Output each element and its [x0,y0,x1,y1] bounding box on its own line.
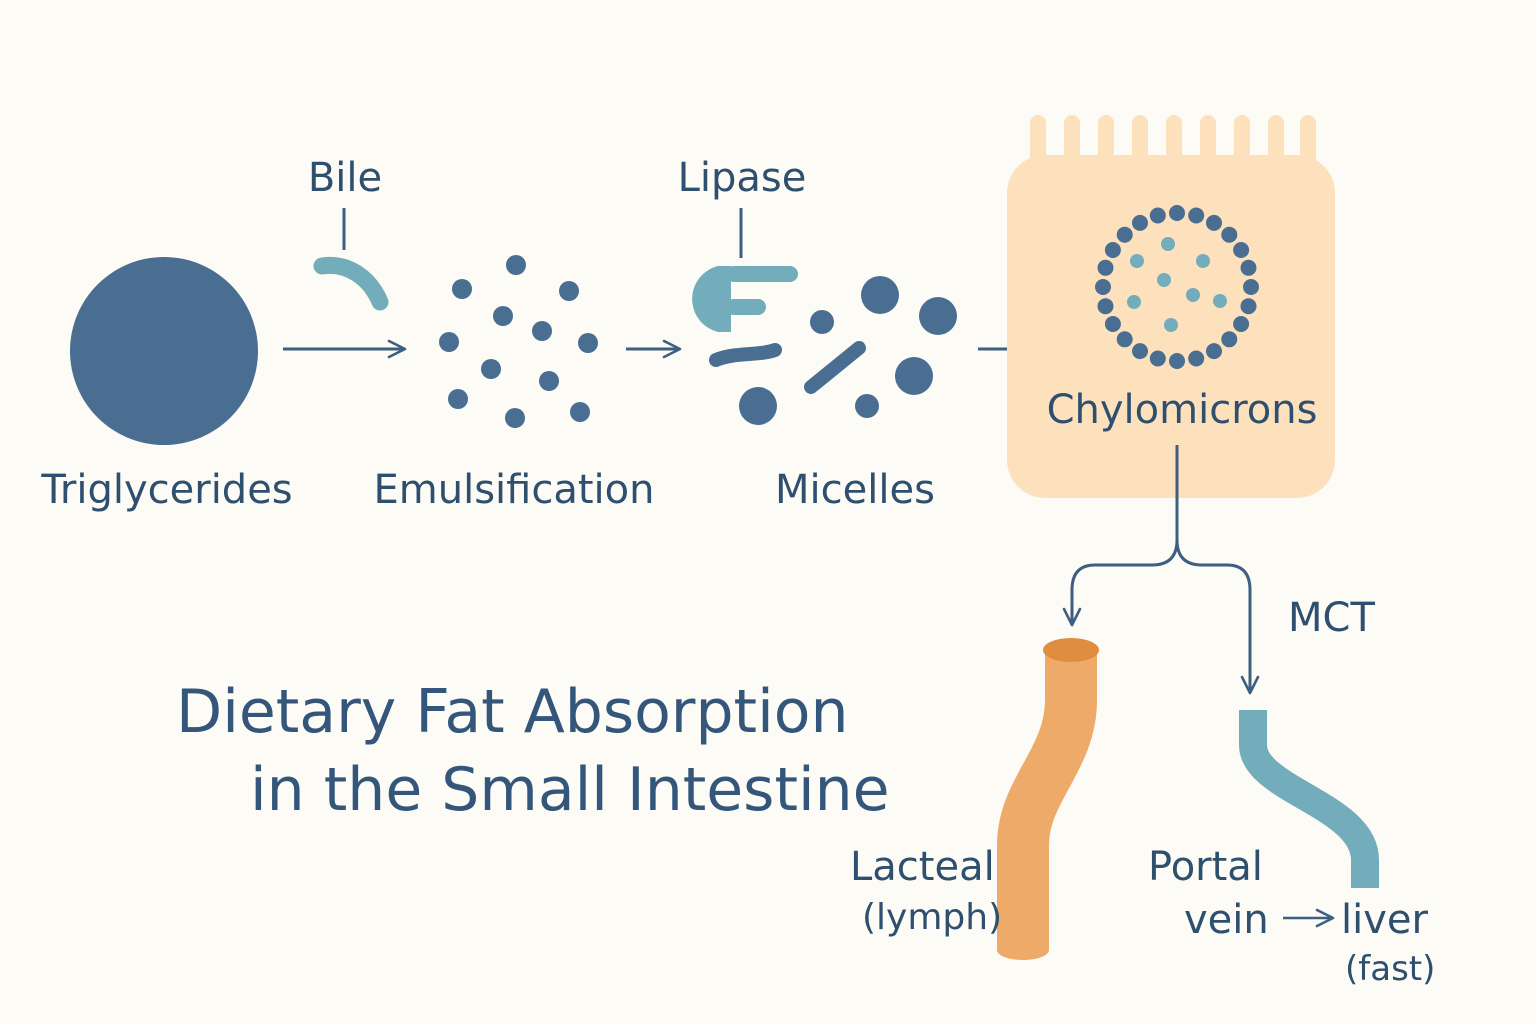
chylomicron-core [1127,237,1227,332]
portal-vein-vessel [1239,710,1379,888]
path-to-lacteal [1062,445,1179,627]
lipase-label: Lipase [677,155,807,201]
page-title-line-1: Dietary Fat Absorption [176,677,849,747]
chylomicron-ring-dot [1149,207,1166,224]
portal-label: Portal [1148,844,1263,890]
enterocyte-cell [1007,115,1335,498]
page-title-line-2: in the Small Intestine [250,755,890,825]
chylomicron-ring-dot [1097,298,1114,315]
chylomicron-ring-dot [1132,214,1148,231]
emulsion-droplet [539,371,559,391]
chylomicron-ring-dot [1169,205,1185,221]
emulsion-droplet [506,255,526,275]
chylomicron-ring-dot [1149,350,1166,367]
emulsion-droplet [481,359,501,379]
path-to-portal-vein [1175,539,1260,695]
chylomicron-ring-dot [1104,242,1121,258]
lacteal-vessel [997,638,1099,960]
emulsion-droplet [532,321,552,341]
fast-label: (fast) [1345,949,1436,989]
chylomicron-ring-dot [1188,207,1205,224]
chylomicron-ring-dot [1188,350,1205,367]
micelle-droplet [919,297,957,335]
micelle-droplet [855,394,879,418]
chylomicron-ring-dot [1116,331,1133,348]
micelle-squiggle [709,343,782,367]
mct-label: MCT [1288,595,1375,641]
emulsion-droplet [505,408,525,428]
emulsification-label: Emulsification [373,467,655,513]
liver-label: liver [1341,897,1428,943]
triglyceride-droplet [70,257,258,445]
chylomicron-ring-dot [1116,226,1133,243]
chylomicron-ring-dot [1240,259,1257,276]
emulsified-droplets [439,255,598,428]
chylomicron-ring-dot [1221,331,1238,348]
micelle-droplet [810,310,834,334]
chylomicron-ring-dot [1240,298,1257,315]
micelles-label: Micelles [775,467,935,513]
lacteal-opening [1043,638,1099,662]
chylomicron-ring-dot [1206,214,1222,231]
chylomicron-particle [1095,205,1259,369]
chylomicron-ring-dot [1221,226,1238,243]
emulsion-droplet [559,281,579,301]
chylomicron-ring-dot [1243,279,1259,295]
vein-label: vein [1184,897,1269,943]
chylomicron-ring-dot [1169,353,1185,369]
chylomicron-ring-dot [1104,316,1121,332]
emulsion-droplet [452,279,472,299]
bile-salt-shape [313,256,389,311]
micelle-rod [804,341,866,394]
chylomicron-ring-dot [1233,316,1250,332]
chylomicron-ring-dot [1132,343,1148,360]
emulsion-droplet [448,389,468,409]
micelle-droplet [739,387,777,425]
micelle-particles [709,276,957,425]
emulsion-droplet [570,402,590,422]
chylomicron-ring-dot [1095,279,1111,295]
micelle-droplet [895,357,933,395]
emulsion-droplet [493,306,513,326]
lipase-enzyme-shape [692,266,798,332]
chylomicron-ring-dot [1206,343,1222,360]
lacteal-label: Lacteal [850,844,995,890]
emulsion-droplet [578,333,598,353]
chylomicrons-label: Chylomicrons [1046,387,1318,433]
chylomicron-ring-dot [1233,242,1250,258]
lymph-label: (lymph) [862,897,1003,938]
bile-label: Bile [307,155,383,201]
emulsion-droplet [439,332,459,352]
triglycerides-label: Triglycerides [41,467,293,513]
micelle-droplet [861,276,899,314]
chylomicron-ring-dot [1097,259,1114,276]
